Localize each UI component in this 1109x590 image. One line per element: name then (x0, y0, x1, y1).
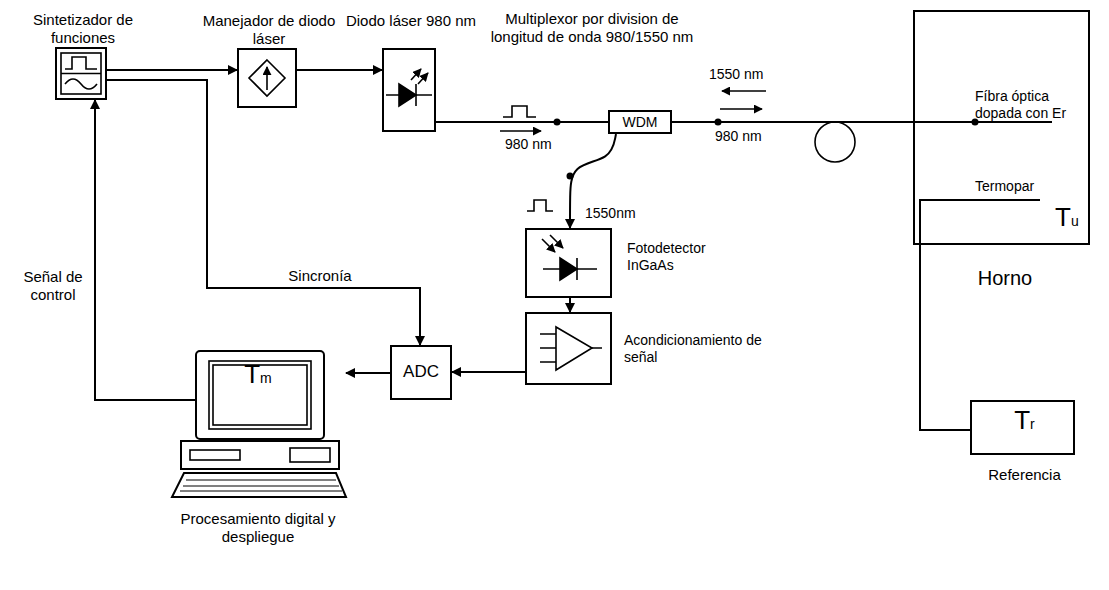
wavelength-label: 980 nm (713, 128, 764, 145)
box-heading: Multiplexor por division de longitud de … (482, 10, 702, 46)
wdm-box: Multiplexor por division de longitud de … (608, 110, 672, 134)
box-heading: Fotodetector InGaAs (627, 240, 737, 274)
computer-base (181, 441, 339, 469)
photodetector: Fotodetector InGaAs (525, 228, 612, 298)
signal-conditioning: Acondicionamiento de señal (525, 312, 612, 385)
wavelength-label: 1550nm (583, 205, 638, 222)
square-wave (65, 57, 97, 69)
wavelength-label: 1550 nm (707, 66, 765, 83)
panel-divider (61, 73, 101, 75)
temperature-symbol: Tu (1055, 208, 1089, 230)
sine-wave (65, 79, 97, 89)
signal-connector (569, 298, 571, 312)
monitor-case (196, 351, 324, 439)
direction-arrow (722, 90, 766, 92)
current-source-symbol (249, 60, 285, 96)
fiber-coil (815, 122, 855, 162)
signal-connector (297, 69, 382, 71)
screen-inner (213, 365, 307, 425)
computer-caption: Procesamiento digital y despliegue (168, 510, 348, 546)
pulse-symbol (503, 106, 536, 117)
keyboard (172, 473, 346, 497)
reference-meter: TrReferencia (970, 400, 1075, 455)
box-heading: Acondicionamiento de señal (624, 332, 764, 366)
thermocouple-label: Termopar (975, 178, 1075, 195)
box-label: ADC (403, 362, 439, 382)
emission-arrow (418, 73, 428, 84)
box-heading: Diodo láser 980 nm (344, 12, 478, 30)
signal-connector (436, 121, 608, 123)
direction-arrow (720, 108, 762, 110)
function-generator: Sintetizador de funciones (55, 47, 107, 100)
signal-connector (452, 371, 525, 373)
light-arrow (550, 235, 563, 248)
signal-connector (346, 372, 390, 374)
connector-label: Sincronía (282, 267, 358, 285)
box-heading: Manejador de diodo láser (199, 12, 339, 48)
thermocouple-wire (920, 200, 1040, 245)
diode-bar (576, 258, 578, 280)
synth-panel (61, 53, 101, 94)
pulse-symbol (527, 200, 553, 211)
laser-diode: Diodo láser 980 nm (382, 48, 436, 132)
amplifier-symbol (556, 327, 592, 370)
amplifier-leads (540, 334, 602, 362)
photodiode-symbol (560, 258, 577, 280)
current-arrow (266, 67, 268, 90)
keyboard-keys (180, 480, 342, 491)
signal-connector (672, 121, 913, 123)
laser-driver: Manejador de diodo láser (237, 48, 297, 108)
direction-arrow (500, 130, 541, 132)
disk-drive (190, 450, 240, 460)
computer: TmProcesamiento digital y despliegue (170, 350, 346, 498)
reference-label: Referencia (962, 466, 1087, 484)
oven-label: Horno (955, 266, 1055, 290)
temperature-symbol: Tr (1002, 411, 1047, 433)
signal-connector (107, 80, 420, 345)
oven: Fíbra óptica dopada con ErTermoparTuHorn… (913, 10, 1090, 245)
signal-connector (107, 69, 237, 71)
disk-drive (290, 448, 330, 462)
adc-box: ADC (390, 345, 452, 400)
box-label: WDM (623, 114, 658, 131)
emission-arrow (411, 69, 421, 80)
connector-label: Señal de control (12, 268, 94, 304)
light-arrow (542, 239, 555, 252)
monitor-screen (209, 361, 311, 429)
temperature-symbol: Tm (228, 365, 288, 387)
doped-fiber (913, 121, 1052, 123)
signal-connector (920, 245, 970, 430)
wavelength-label: 980 nm (503, 136, 554, 153)
fiber-label: Fíbra óptica dopada con Er (975, 88, 1089, 122)
laser-diode-symbol (399, 84, 416, 106)
signal-connector (95, 100, 195, 400)
diode-bar (415, 84, 417, 106)
box-heading: Sintetizador de funciones (7, 11, 159, 47)
